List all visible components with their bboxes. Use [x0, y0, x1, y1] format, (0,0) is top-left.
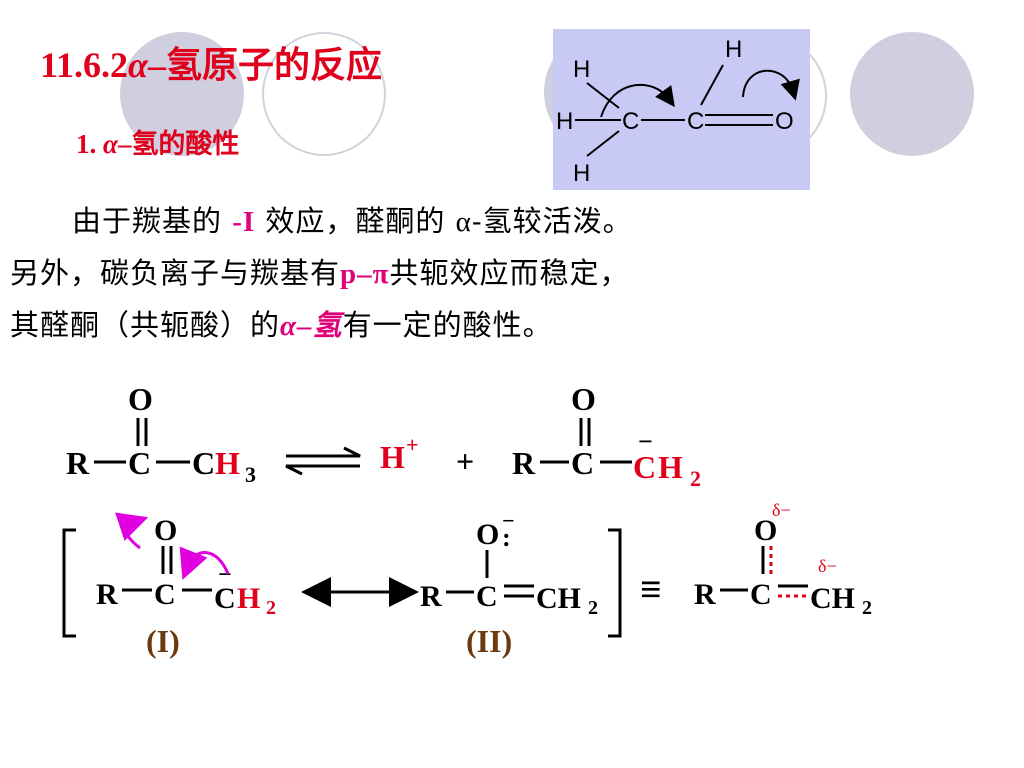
acetaldehyde-structure: H H H C C H O — [556, 36, 800, 187]
right-bracket — [608, 528, 622, 638]
text-segment: 由于羰基的 — [72, 204, 233, 238]
res2-minus: − — [502, 508, 515, 533]
text-alpha-h: α–氢 — [280, 310, 343, 342]
eq1-sub3: 3 — [245, 462, 256, 487]
atom-h-left: H — [556, 108, 573, 135]
hyb-ch2: CH — [810, 582, 855, 615]
eq1-o-left: O — [128, 381, 153, 417]
title-dash: – — [147, 45, 166, 85]
subtitle-text: 氢的酸性 — [131, 129, 240, 160]
section-subtitle: 1. α–氢的酸性 — [76, 122, 239, 161]
res1-sub2: 2 — [266, 597, 276, 619]
hyb-r: R — [694, 578, 716, 611]
text-segment: 另外，碳负离子与羰基有 — [10, 256, 341, 290]
decor-circle-5 — [850, 32, 974, 156]
hyb-delta-o: δ− — [772, 500, 791, 520]
eq1-r-right: R — [512, 445, 536, 481]
eq1-h2: H — [658, 449, 683, 485]
left-bracket — [62, 528, 76, 638]
atom-h-top-right: H — [725, 36, 742, 63]
text-p-pi: p–π — [340, 258, 390, 290]
decor-circle-2 — [262, 32, 386, 156]
eq1-c-carbanion: C — [633, 449, 656, 485]
paragraph-line-3: 其醛酮（共轭酸）的α–氢有一定的酸性。 — [10, 300, 830, 352]
res1-h2: H — [237, 582, 260, 615]
hyb-o: O — [754, 514, 777, 547]
subtitle-alpha: α — [103, 129, 118, 159]
eq1-minus: − — [638, 427, 653, 456]
res1-minus: − — [218, 562, 232, 588]
atom-c-1: C — [622, 108, 639, 135]
title-text: 氢原子的反应 — [165, 44, 382, 86]
paragraph-line-1: 由于羰基的 -I 效应，醛酮的 α-氢较活泼。 — [10, 196, 830, 248]
text-alpha: α — [455, 206, 472, 238]
title-alpha: α — [128, 45, 148, 85]
label-structure-i: (I) — [146, 623, 180, 659]
eq1-sub2: 2 — [690, 466, 701, 491]
res2-ch2: CH — [536, 582, 581, 615]
res1-o: O — [154, 514, 177, 547]
hyb-delta-c: δ− — [818, 556, 837, 576]
text-segment: 有一定的酸性。 — [342, 308, 553, 342]
text-segment: 其醛酮（共轭酸）的 — [10, 308, 281, 342]
res2-sub2: 2 — [588, 597, 598, 619]
equiv-sign: ≡ — [640, 569, 662, 611]
res1-c: C — [154, 578, 176, 611]
atom-h-top-left: H — [573, 56, 590, 83]
text-segment: 效应，醛酮的 — [255, 204, 456, 238]
hyb-sub2: 2 — [862, 597, 872, 619]
subtitle-dash: – — [117, 129, 132, 159]
eq1-hplus: H — [380, 439, 405, 475]
res2-r: R — [420, 580, 442, 613]
paragraph-line-2: 另外，碳负离子与羰基有p–π共轭效应而稳定， — [10, 248, 830, 300]
eq1-c-left: C — [128, 445, 151, 481]
res2-colon: : — [502, 523, 511, 552]
text-segment: 共轭效应而稳定， — [389, 256, 630, 290]
text-minus-i: -I — [232, 206, 256, 238]
subtitle-number: 1. — [76, 129, 97, 159]
atom-c-2: C — [687, 108, 704, 135]
eq1-plus: + — [456, 443, 474, 479]
eq1-c-right: C — [571, 445, 594, 481]
acid-equilibrium-equation: O R C C H 3 H + + O R C − C H 2 — [66, 381, 701, 491]
hyb-c: C — [750, 578, 772, 611]
text-segment: -氢较活泼。 — [471, 204, 633, 238]
eq1-o-right: O — [571, 381, 596, 417]
body-paragraph: 由于羰基的 -I 效应，醛酮的 α-氢较活泼。 另外，碳负离子与羰基有p–π共轭… — [10, 196, 830, 352]
eq1-plus-sup: + — [406, 432, 419, 457]
eq1-r-left: R — [66, 445, 90, 481]
molecule-panel: H H H C C H O — [553, 29, 810, 190]
res2-c: C — [476, 580, 498, 613]
res1-c-carbanion: C — [214, 582, 236, 615]
resonance-structures: O R C − C H 2 O − : R C CH 2 ≡ O δ− R C … — [62, 500, 872, 659]
atom-o: O — [775, 108, 794, 135]
eq1-c-methyl: C — [192, 445, 215, 481]
res2-o: O — [476, 518, 499, 551]
atom-h-bottom: H — [573, 160, 590, 187]
label-structure-ii: (II) — [466, 623, 512, 659]
page-title: 11.6.2α–氢原子的反应 — [40, 36, 382, 88]
res1-r: R — [96, 578, 118, 611]
decor-circle-1 — [120, 32, 244, 156]
eq1-h3: H — [215, 445, 240, 481]
title-number: 11.6.2 — [40, 45, 129, 85]
